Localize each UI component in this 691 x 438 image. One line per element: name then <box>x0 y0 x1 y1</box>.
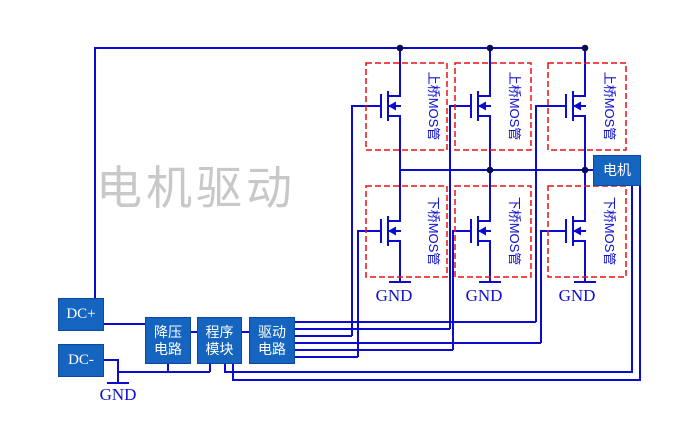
dc-minus-box: DC- <box>58 344 104 377</box>
program-module-box: 程序 模块 <box>197 317 242 364</box>
gate-wire-upper-3 <box>535 105 566 322</box>
mosfet-upper-2 <box>470 85 491 127</box>
wire-net <box>94 47 641 384</box>
program-module-label-line2: 模块 <box>205 340 234 357</box>
gate-wire-upper-2 <box>449 105 471 329</box>
dc-minus-label: DC- <box>68 351 94 368</box>
upper-mos-label-1: 上桥MOS管 <box>426 71 441 141</box>
gnd-label-3: GND <box>558 286 596 305</box>
gate-wire-lower-3 <box>540 230 566 343</box>
gate-wire-lower-2 <box>452 230 471 350</box>
dashed-box-lower-1 <box>365 185 448 278</box>
junction-dot <box>581 44 589 52</box>
mos-dashed-boxes <box>365 62 627 278</box>
dashed-box-upper-3 <box>547 62 627 151</box>
mosfet-lower-3 <box>565 210 586 252</box>
buck-circuit-box: 降压 电路 <box>145 317 191 364</box>
junction-dot <box>486 166 494 174</box>
mosfet-upper-1 <box>380 85 401 127</box>
dashed-box-upper-2 <box>454 62 532 151</box>
mosfet-upper-3 <box>565 85 586 127</box>
dashed-box-lower-3 <box>547 185 627 278</box>
buck-circuit-label-line2: 电路 <box>154 340 182 357</box>
dcminus-ground-wire <box>104 359 119 383</box>
motor-box: 电机 <box>593 155 641 186</box>
dc-plus-label: DC+ <box>66 305 96 322</box>
dc-plus-box: DC+ <box>58 298 104 331</box>
lower-mos-label-2: 下桥MOS管 <box>507 196 522 266</box>
junction-dot <box>396 44 404 52</box>
driver-circuit-box: 驱动 电路 <box>249 317 295 364</box>
dashed-box-upper-1 <box>365 62 448 151</box>
mosfet-lower-1 <box>380 210 401 252</box>
gnd-label-dc: GND <box>99 385 137 404</box>
mosfet-lower-2 <box>470 210 491 252</box>
gnd-label-1: GND <box>375 286 413 305</box>
junction-dot <box>486 44 494 52</box>
driver-circuit-label-line2: 电路 <box>258 340 286 357</box>
top-rail-wire <box>94 47 585 298</box>
feedback-wire-1 <box>224 186 633 373</box>
program-module-label-line1: 程序 <box>205 324 234 341</box>
gnd-label-2: GND <box>465 286 503 305</box>
driver-circuit-label-line1: 驱动 <box>258 324 286 341</box>
upper-mos-label-3: 上桥MOS管 <box>602 71 617 141</box>
buck-circuit-label-line1: 降压 <box>154 324 182 341</box>
lower-mos-label-3: 下桥MOS管 <box>602 196 617 266</box>
junction-dot <box>581 166 589 174</box>
lower-mos-label-1: 下桥MOS管 <box>426 196 441 266</box>
junction-dots <box>396 44 589 174</box>
dashed-box-lower-2 <box>454 185 532 278</box>
gate-wire-upper-1 <box>351 105 381 336</box>
gate-wire-lower-1 <box>357 230 381 357</box>
motor-label: 电机 <box>603 162 631 179</box>
watermark-text: 电机驱动 <box>96 162 296 214</box>
upper-mos-label-2: 上桥MOS管 <box>507 71 522 141</box>
feedback-wire-2 <box>232 186 641 381</box>
